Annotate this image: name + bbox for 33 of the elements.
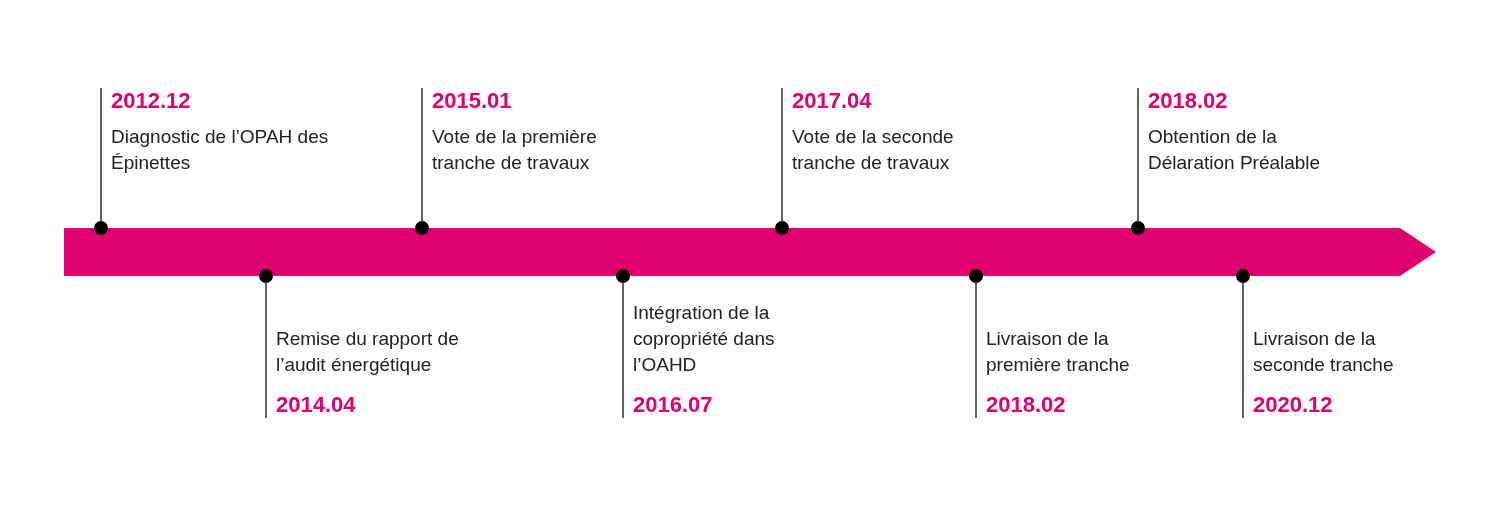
event-description: Diagnostic de l’OPAH des Épinettes xyxy=(111,125,330,175)
timeline-dot xyxy=(1131,221,1145,235)
timeline-dot xyxy=(94,221,108,235)
timeline-dot xyxy=(259,269,273,283)
event-description: Remise du rapport de l’audit énergétique xyxy=(276,327,460,377)
event-description: Vote de la seconde tranche de travaux xyxy=(792,125,955,175)
leader-line xyxy=(622,282,624,419)
date-label: 2015.01 xyxy=(432,88,513,114)
date-label: 2012.12 xyxy=(111,88,192,114)
date-label: 2018.02 xyxy=(986,392,1067,418)
timeline-dot xyxy=(415,221,429,235)
timeline-dot xyxy=(775,221,789,235)
leader-line xyxy=(100,87,102,222)
leader-line xyxy=(421,87,423,222)
leader-line xyxy=(781,87,783,222)
date-label: 2020.12 xyxy=(1253,392,1334,418)
event-description: Vote de la première tranche de travaux xyxy=(432,125,598,175)
event-description: Intégration de la copropriété dans l’OAHD xyxy=(633,301,776,377)
leader-line xyxy=(975,282,977,419)
timeline-dot xyxy=(1236,269,1250,283)
date-label: 2016.07 xyxy=(633,392,714,418)
event-description: Livraison de la première tranche xyxy=(986,327,1131,377)
event-description: Obtention de la Délaration Préalable xyxy=(1148,125,1322,175)
date-label: 2018.02 xyxy=(1148,88,1229,114)
leader-line xyxy=(265,282,267,419)
leader-line xyxy=(1137,87,1139,222)
date-label: 2017.04 xyxy=(792,88,873,114)
timeline-dot xyxy=(616,269,630,283)
event-description: Livraison de la seconde tranche xyxy=(1253,327,1395,377)
bar xyxy=(64,228,1436,276)
timeline-dot xyxy=(969,269,983,283)
leader-line xyxy=(1242,282,1244,419)
date-label: 2014.04 xyxy=(276,392,357,418)
